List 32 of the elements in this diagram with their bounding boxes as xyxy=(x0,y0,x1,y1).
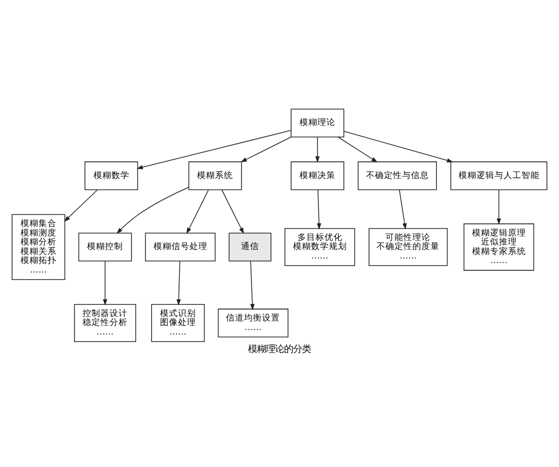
node-box: 可能性理论 不确定性的度量 …… xyxy=(368,228,448,266)
node-box: 模式识别 图像处理 …… xyxy=(151,304,205,342)
arrow xyxy=(343,130,454,162)
node-box: 信道均衡设置 …… xyxy=(218,308,288,338)
arrow xyxy=(64,190,98,222)
arrow xyxy=(338,136,378,162)
node-box: 通信 xyxy=(228,232,272,262)
node-box: 模糊信号处理 xyxy=(145,232,216,262)
arrow xyxy=(240,136,292,162)
node-box: 模糊逻辑原理 近似推理 模糊专家系统 …… xyxy=(464,223,534,271)
arrow xyxy=(102,260,108,306)
node-box: 多目标优化 模糊数学规划 …… xyxy=(284,228,356,266)
arrow xyxy=(222,190,244,234)
node-box: 模糊控制 xyxy=(78,232,132,262)
arrow xyxy=(116,186,189,234)
node-box: 控制器设计 稳定性分析 …… xyxy=(74,304,136,342)
arrow xyxy=(316,190,322,230)
arrow xyxy=(399,190,407,230)
node-box: 模糊系统 xyxy=(188,161,242,190)
node-box: 模糊数学 xyxy=(84,161,138,190)
arrow xyxy=(496,190,502,225)
node-box: 模糊理论 xyxy=(290,108,344,138)
node-box: 模糊决策 xyxy=(290,161,344,190)
arrow xyxy=(186,190,209,234)
node-box: 模糊集合 模糊测度 模糊分析 模糊关系 模糊拓扑 …… xyxy=(12,214,66,280)
arrow xyxy=(250,260,255,310)
caption: 模糊理论的分类 xyxy=(248,344,311,356)
arrow xyxy=(176,260,181,306)
node-box: 不确定性与信息 xyxy=(358,161,437,190)
arrow xyxy=(136,130,292,170)
arrow xyxy=(315,136,320,163)
node-box: 模糊逻辑与人工智能 xyxy=(450,161,548,190)
